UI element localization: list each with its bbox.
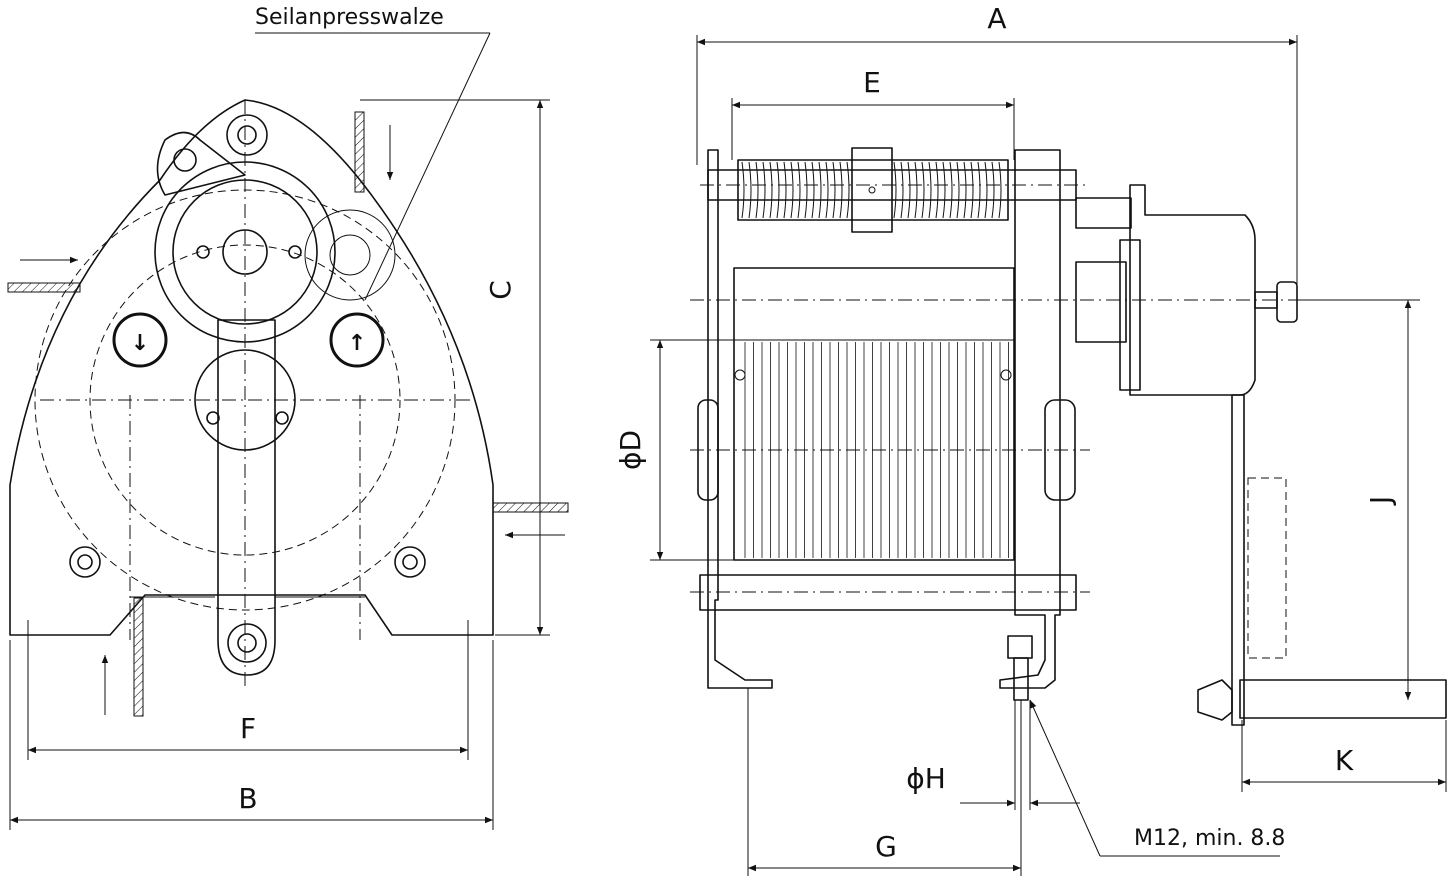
side-plate-left [707,149,773,689]
dim-k-label: K [1335,744,1354,777]
spring-coil [755,161,759,219]
spring-coil [991,161,995,219]
spring-coil [832,161,836,219]
front-drum-inner-circle [89,244,401,556]
spring-coil [900,161,904,219]
front-crank-arm [217,319,276,676]
brake-knob [1276,281,1298,323]
dim-g-label: G [875,830,897,863]
svg-text:↑: ↑ [348,331,366,356]
side-lower-crossbar [699,574,1077,611]
drum-rivet-left [734,369,746,381]
side-crank-arm [1231,394,1245,726]
spring-coil [811,161,815,219]
svg-text:↓: ↓ [131,331,149,356]
spring-coil [949,161,953,219]
spring-roller-body [737,159,1009,221]
front-top-pin-outer [226,114,268,156]
drum-body [733,267,1015,561]
spring-coil [970,161,974,219]
spring-roller-pin [868,186,876,194]
dim-j-label: J [1364,496,1397,506]
side-crank-nut [1197,679,1233,721]
rope-top-vertical [354,111,365,193]
spring-coil [762,161,766,219]
spring-coil [984,161,988,219]
spring-coil [797,161,801,219]
spring-coils [741,161,1002,219]
front-crank-handle-outer [227,623,267,663]
callout-label: Seilanpresswalze [255,5,444,30]
spring-coil [928,161,932,219]
front-view: ↓ ↑ Seilanpresswalze C F [7,5,569,830]
spring-coil [741,161,745,219]
spring-coil [804,161,808,219]
dim-h-label: ϕH [906,762,946,795]
mount-bolt-head [1007,635,1033,659]
spring-coil [825,161,829,219]
front-lower-bolt-left [206,411,220,425]
spring-coil [893,161,897,219]
press-roller-outer [304,209,396,301]
spring-coil [907,161,911,219]
side-crank-handle-hidden [1247,477,1287,659]
front-top-pin-inner [237,125,257,145]
spring-coil [776,161,780,219]
front-mount-hole-left-outer [69,546,101,578]
front-bolt-left [196,245,210,259]
spring-coil [790,161,794,219]
spring-coil [846,161,850,219]
gearbox-flange [1119,239,1141,391]
front-mount-hole-right-outer [394,546,426,578]
rope-left-horizontal [7,282,81,293]
front-pivot-hole [173,148,197,172]
spring-coil [963,161,967,219]
front-pivot-bracket [156,131,246,196]
spring-coil [921,161,925,219]
side-view: A E ϕD J K ϕH G M12, min. 8.8 [614,2,1447,876]
dim-b-label: B [238,782,257,815]
side-crank-handle [1239,679,1447,719]
rotation-symbol-raise: ↑ [329,312,385,368]
spring-coil [956,161,960,219]
front-crank-handle-inner [237,633,257,653]
spring-coil [839,161,843,219]
side-plate-right [999,149,1061,689]
dim-a-label: A [987,2,1006,35]
dim-e-label: E [863,66,881,99]
bolt-spec-leader [1029,699,1101,857]
front-bolt-right [288,245,302,259]
callout-leader [364,32,491,301]
mount-bolt-shank [1013,657,1029,701]
rotation-symbol-lower: ↓ [112,312,168,368]
drum-rivet-right [1000,369,1012,381]
spring-coil [998,161,1002,219]
spring-coil [748,161,752,219]
dim-d-label: ϕD [614,430,647,470]
gearbox-input-shaft [1075,197,1132,229]
spring-coil [783,161,787,219]
rope-right-horizontal [492,502,569,513]
spring-coil [818,161,822,219]
bolt-spec-label: M12, min. 8.8 [1134,826,1285,851]
rope-bottom-vertical [133,597,144,717]
front-mount-hole-right-inner [402,554,418,570]
press-roller-inner [329,234,371,276]
spring-coil [769,161,773,219]
gearbox-housing [1129,184,1256,396]
dim-f-label: F [240,712,256,745]
dim-c-label: C [484,280,517,300]
front-mount-hole-left-inner [77,554,93,570]
spring-roller-clamp [851,147,893,233]
spring-coil [942,161,946,219]
gearbox-coupling [1075,261,1127,343]
spring-coil [914,161,918,219]
spring-coil [977,161,981,219]
spring-coil [935,161,939,219]
front-lower-bolt-right [275,411,289,425]
front-housing-outline [9,99,494,636]
